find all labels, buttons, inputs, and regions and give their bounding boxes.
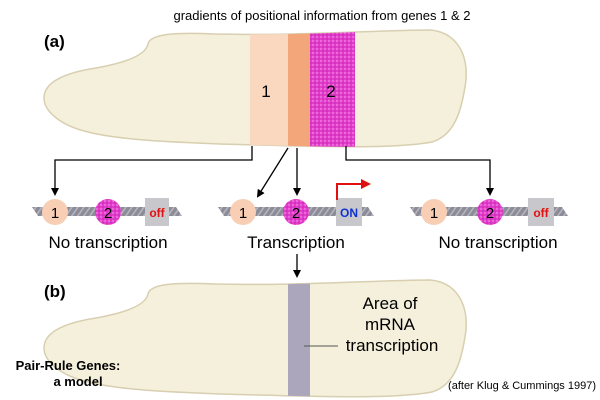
- zone1-label: 1: [261, 82, 270, 101]
- gene2-binding-site: [95, 199, 121, 225]
- construct-3: 1 2 off No transcription: [410, 198, 568, 252]
- gene1-binding-site: [421, 199, 447, 225]
- gene1-zone: [250, 30, 290, 147]
- transcription-start-arrow: [336, 179, 371, 200]
- promoter-state: off: [149, 206, 165, 220]
- gene2-binding-site: [477, 199, 503, 225]
- construct-caption: No transcription: [438, 233, 557, 252]
- panel-a-label: (a): [44, 32, 65, 51]
- mrna-stripe: [288, 280, 310, 397]
- arrow-middle-diagonal: [256, 147, 289, 198]
- construct-2: 1 2 ON Transcription: [218, 179, 374, 252]
- gene2-zone: [310, 30, 355, 147]
- promoter-state: ON: [340, 206, 358, 220]
- annotation-line-1: Area of: [363, 294, 418, 313]
- construct-caption: Transcription: [247, 233, 345, 252]
- site1-label: 1: [51, 205, 59, 222]
- panel-b-label: (b): [44, 282, 66, 301]
- site1-label: 1: [430, 205, 438, 222]
- site2-label: 2: [104, 205, 112, 222]
- footer-title-line-1: Pair-Rule Genes:: [16, 358, 121, 373]
- connector-arrows: [51, 146, 494, 198]
- zone2-label: 2: [326, 82, 335, 101]
- annotation-line-3: transcription: [346, 336, 439, 355]
- gene1-binding-site: [42, 199, 68, 225]
- promoter-box: [528, 198, 554, 226]
- gene2-binding-site: [283, 199, 309, 225]
- overlap-zone: [288, 30, 310, 147]
- site2-label: 2: [292, 205, 300, 222]
- promoter-box: [145, 198, 169, 226]
- arrow-right: [345, 146, 494, 196]
- embryo-a: 1 2: [43, 29, 467, 148]
- embryo-b-outline: [43, 279, 467, 398]
- gene1-binding-site: [230, 199, 256, 225]
- footer-title-line-2: a model: [53, 374, 102, 389]
- construct-1: 1 2 off No transcription: [32, 198, 182, 252]
- site1-label: 1: [239, 205, 247, 222]
- construct-caption: No transcription: [48, 233, 167, 252]
- diagram-title: gradients of positional information from…: [173, 8, 470, 23]
- promoter-box: [336, 198, 362, 226]
- site2-label: 2: [486, 205, 494, 222]
- promoter-state: off: [533, 206, 549, 220]
- annotation-line-2: mRNA: [365, 315, 416, 334]
- citation: (after Klug & Cummings 1997): [448, 380, 596, 392]
- embryo-b: Area of mRNA transcription: [43, 279, 467, 398]
- arrow-left: [51, 146, 253, 196]
